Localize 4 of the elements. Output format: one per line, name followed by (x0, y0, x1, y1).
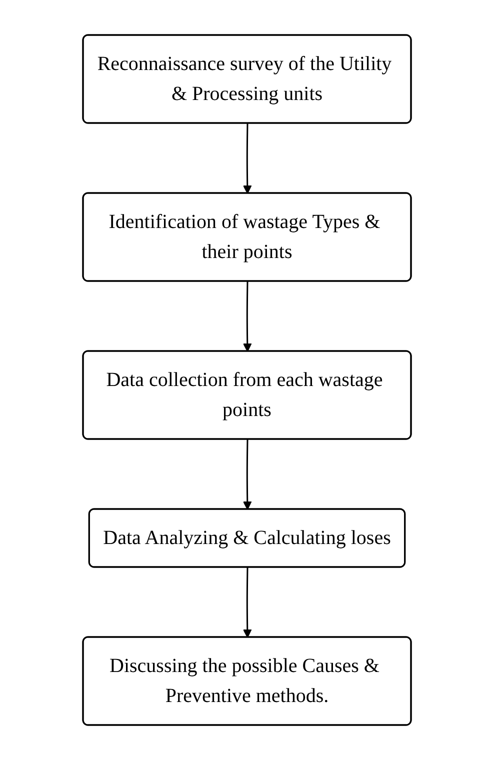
arrow (243, 281, 252, 352)
arrow (243, 567, 252, 638)
arrow (243, 439, 252, 510)
arrow (243, 123, 252, 194)
